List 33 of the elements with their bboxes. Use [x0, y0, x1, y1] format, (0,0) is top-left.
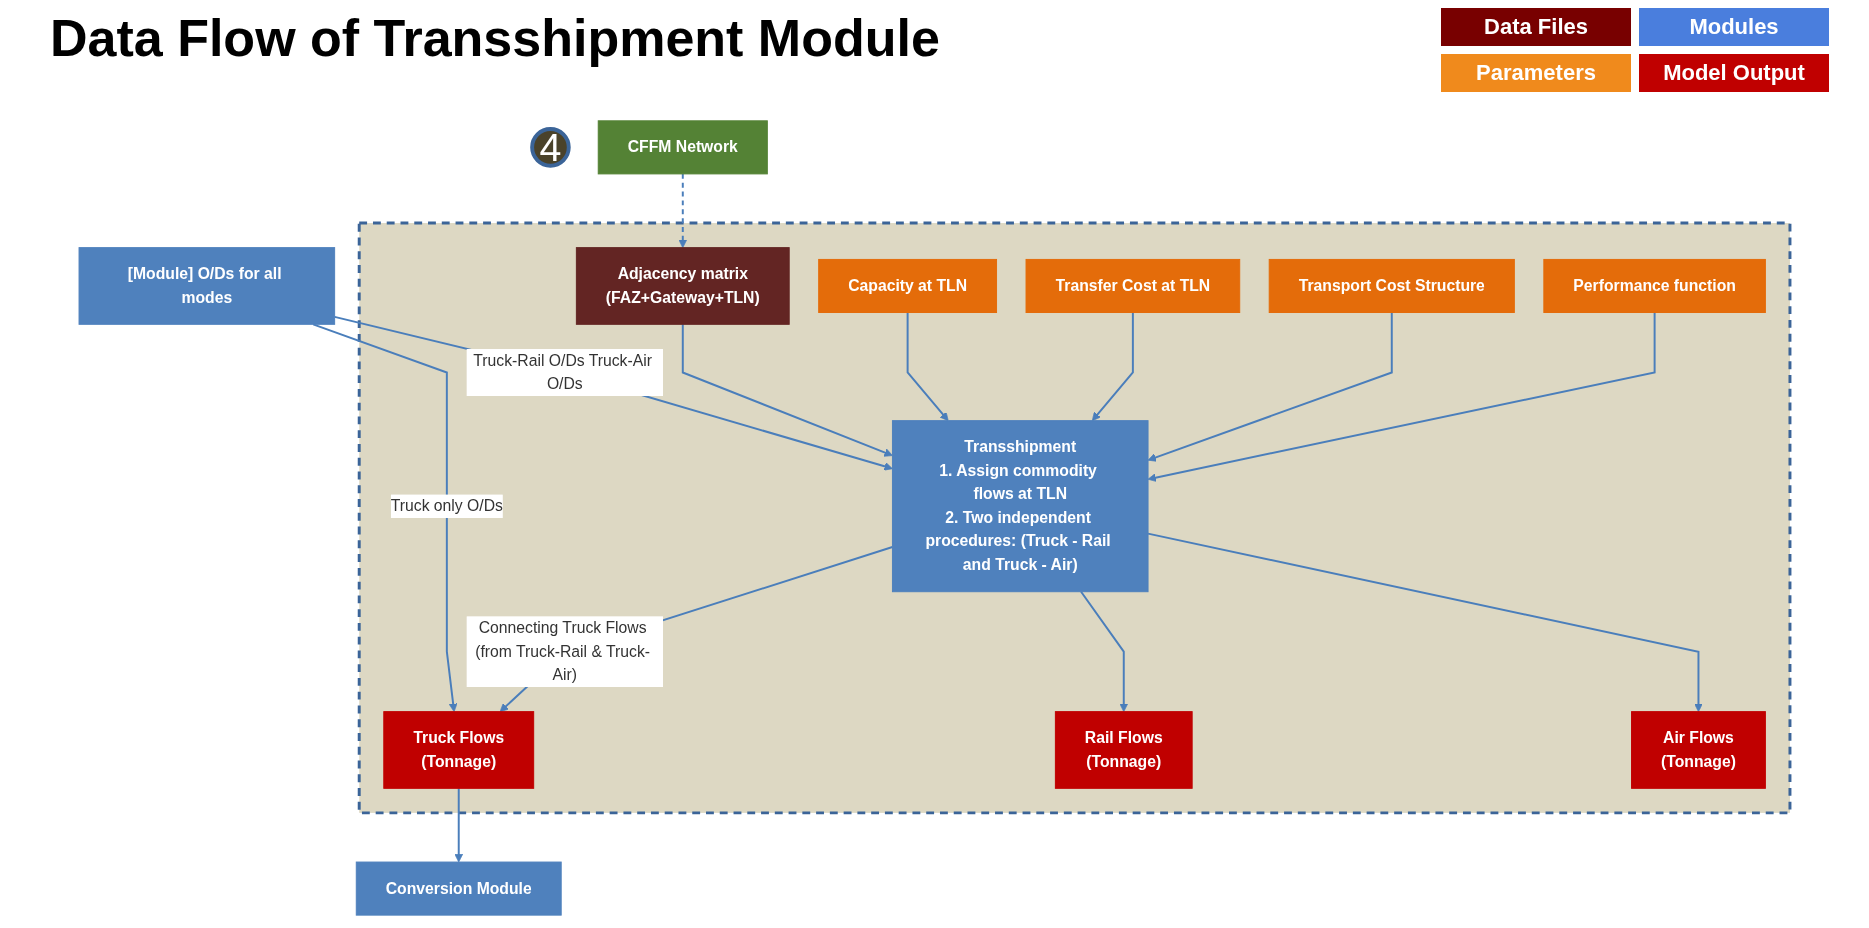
node-box: Transshipment 1. Assign commodity flows at TLN 2. Two independent procedures: (Truck - Rail and Truck - Air): [891, 420, 1149, 593]
node-box: Rail Flows (Tonnage): [1054, 711, 1193, 789]
edge-label: Connecting Truck Flows (from Truck-Rail & Truck- Air): [475, 619, 651, 684]
legend-swatch: Modules: [1639, 8, 1829, 46]
node-box: Air Flows (Tonnage): [1631, 711, 1766, 789]
node-circle: 4: [530, 127, 571, 168]
legend-swatch: Data Files: [1441, 8, 1631, 46]
node-box: Truck Flows (Tonnage): [383, 711, 535, 789]
arrow: [1091, 311, 1134, 422]
node-box: Transfer Cost at TLN: [1025, 258, 1241, 313]
node-box: [Module] O/Ds for all modes: [78, 247, 336, 325]
arrow: [1147, 311, 1393, 462]
node-box: CFFM Network: [597, 120, 768, 175]
node-box: Capacity at TLN: [818, 258, 998, 313]
arrow: [678, 172, 688, 248]
edge-label: Truck only O/Ds: [390, 497, 503, 515]
node-box: Adjacency matrix (FAZ+Gateway+TLN): [575, 247, 790, 325]
edge-label: Truck-Rail O/Ds Truck-Air O/Ds: [473, 351, 652, 393]
arrow: [906, 311, 949, 422]
arrow: [1147, 532, 1703, 713]
legend-swatch: Model Output: [1639, 54, 1829, 92]
cluster: [357, 221, 1792, 815]
node-box: Performance function: [1543, 258, 1766, 313]
arrow: [312, 323, 458, 713]
node-box: Transport Cost Structure: [1268, 258, 1515, 313]
legend-swatch: Parameters: [1441, 54, 1631, 92]
title: Data Flow of Transshipment Module: [50, 8, 940, 68]
arrow: [1147, 311, 1656, 482]
arrow: [454, 787, 464, 863]
arrow: [681, 323, 893, 457]
arrow: [1080, 590, 1129, 713]
node-box: Conversion Module: [355, 861, 562, 916]
arrow: [333, 315, 893, 471]
